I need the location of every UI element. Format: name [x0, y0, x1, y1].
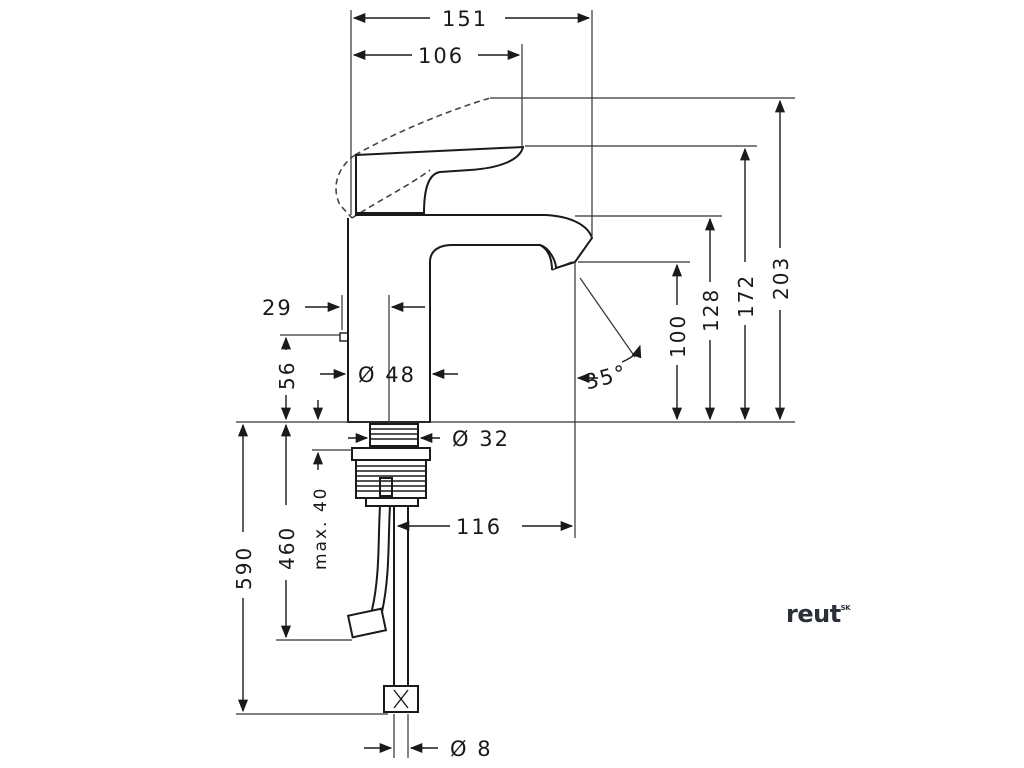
- dim-angle-35-label: 35°: [582, 360, 630, 394]
- threaded-shank: [351, 423, 431, 507]
- dim-172-label: 172: [734, 274, 758, 318]
- dimension-lines: [237, 12, 786, 758]
- dim-100-label: 100: [666, 314, 690, 358]
- dim-590-label: 590: [232, 546, 256, 590]
- brand-logo: reutSK: [786, 600, 851, 628]
- supply-hoses: [346, 505, 419, 713]
- faucet-outline: [335, 97, 594, 423]
- dim-29-label: 29: [262, 296, 293, 320]
- dim-151-label: 151: [442, 7, 488, 31]
- extension-lines: [236, 10, 795, 715]
- brand-name: reut: [786, 600, 841, 628]
- brand-suffix: SK: [840, 604, 851, 612]
- dim-diameter-32-label: Ø 32: [452, 427, 510, 451]
- dim-106-label: 106: [418, 44, 464, 68]
- dim-128-label: 128: [699, 288, 723, 332]
- dim-diameter-48-label: Ø 48: [358, 363, 416, 387]
- dim-max-40-label: max. 40: [311, 487, 331, 570]
- dim-116-label: 116: [456, 515, 502, 539]
- dim-460-label: 460: [275, 526, 299, 570]
- dim-diameter-8-label: Ø 8: [450, 737, 493, 761]
- dimension-labels: 151 106 203 172 128 100 29 56 Ø 48 Ø 32 …: [232, 7, 793, 761]
- dim-56-label: 56: [275, 361, 299, 390]
- dim-203-label: 203: [769, 256, 793, 300]
